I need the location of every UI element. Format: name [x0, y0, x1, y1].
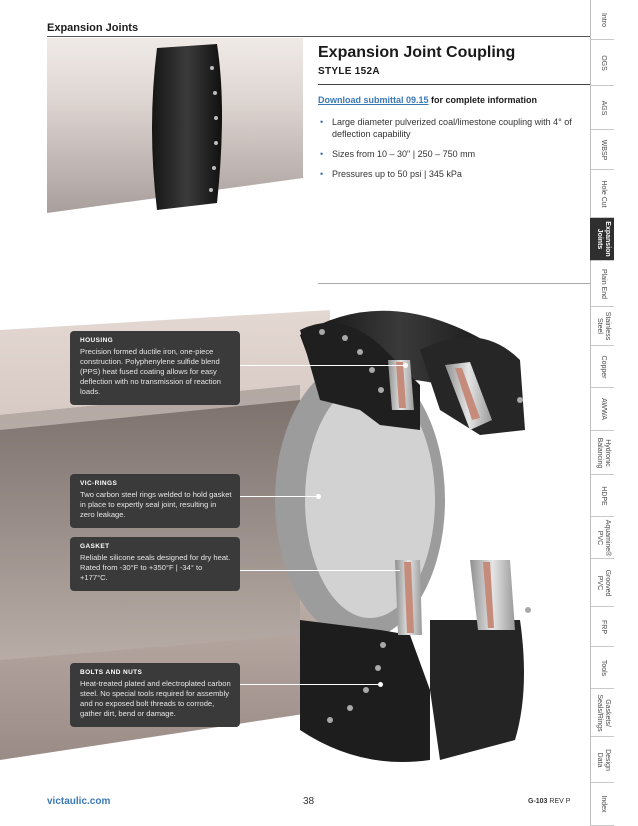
leader-dot-bolts — [378, 682, 383, 687]
tab-label: Gaskets/ Seals/Rings — [595, 693, 611, 732]
tab-awwa[interactable]: AWWA — [590, 388, 614, 431]
tab-copper[interactable]: Copper — [590, 346, 614, 388]
tab-frp[interactable]: FRP — [590, 607, 614, 647]
tab-intro[interactable]: Intro — [590, 0, 614, 40]
tab-label: WBSP — [599, 139, 607, 160]
tab-label: Design Data — [595, 748, 611, 771]
tab-label: Plain End — [599, 268, 607, 299]
page-number: 38 — [303, 796, 315, 807]
callout-title: BOLTS AND NUTS — [80, 669, 143, 676]
tab-label: Copper — [599, 355, 607, 378]
tab-hdpe[interactable]: HDPE — [590, 475, 614, 517]
tab-label: Stainless Steel — [595, 311, 611, 341]
callout-text: Two carbon steel rings welded to hold ga… — [80, 490, 232, 519]
callout-text: Precision formed ductile iron, one-piece… — [80, 347, 221, 396]
tab-ags[interactable]: AGS — [590, 86, 614, 130]
tab-stainless-steel[interactable]: Stainless Steel — [590, 307, 614, 346]
tab-label: Intro — [599, 12, 607, 27]
tab-label: FRP — [599, 619, 607, 634]
callout-title: VIC-RINGS — [80, 480, 118, 487]
tab-label: Hydronic Balancing — [595, 437, 611, 468]
download-line: Download submittal 09.15 for complete in… — [318, 95, 537, 105]
leader-dot-housing — [403, 363, 408, 368]
callout-vicrings: VIC-RINGS Two carbon steel rings welded … — [70, 474, 240, 528]
tab-plain-end[interactable]: Plain End — [590, 261, 614, 307]
section-tabs: Intro OGS AGS WBSP Hole Cut Expansion Jo… — [590, 0, 614, 826]
callout-housing: HOUSING Precision formed ductile iron, o… — [70, 331, 240, 405]
document-code-id: G-103 — [528, 798, 548, 805]
tab-hole-cut[interactable]: Hole Cut — [590, 170, 614, 218]
tab-gaskets-seals-rings[interactable]: Gaskets/ Seals/Rings — [590, 689, 614, 737]
tab-hydronic-balancing[interactable]: Hydronic Balancing — [590, 431, 614, 475]
coupling-exterior-photo — [47, 38, 303, 213]
bullet-item: Sizes from 10 – 30" | 250 – 750 mm — [318, 148, 583, 160]
tab-label: Tools — [599, 659, 607, 676]
callout-bolts-and-nuts: BOLTS AND NUTS Heat-treated plated and e… — [70, 663, 240, 727]
callout-text: Heat-treated plated and electroplated ca… — [80, 679, 231, 718]
tab-label: Expansion Joints — [595, 221, 611, 257]
callout-title: HOUSING — [80, 337, 114, 344]
tab-ogs[interactable]: OGS — [590, 40, 614, 86]
section-title: Expansion Joints — [47, 22, 139, 34]
tab-label: HDPE — [599, 485, 607, 506]
callout-gasket: GASKET Reliable silicone seals designed … — [70, 537, 240, 591]
tab-label: Hole Cut — [599, 179, 607, 208]
product-title: Expansion Joint Coupling — [318, 44, 516, 61]
tab-wbsp[interactable]: WBSP — [590, 130, 614, 170]
tab-expansion-joints[interactable]: Expansion Joints — [590, 218, 614, 261]
document-revision: REV P — [547, 798, 571, 805]
tab-grooved-pvc[interactable]: Grooved PVC — [590, 559, 614, 607]
feature-bullets: Large diameter pulverized coal/limestone… — [318, 116, 583, 188]
leader-dot-vicrings — [316, 494, 321, 499]
header-rule — [47, 36, 590, 37]
tab-label: AWWA — [599, 397, 607, 421]
tab-label: AGS — [599, 100, 607, 115]
leader-line-gasket — [240, 570, 400, 571]
tab-label: Grooved PVC — [595, 569, 611, 596]
leader-line-housing — [240, 365, 405, 366]
bullet-item: Large diameter pulverized coal/limestone… — [318, 116, 583, 140]
tab-design-data[interactable]: Design Data — [590, 737, 614, 783]
bullet-item: Pressures up to 50 psi | 345 kPa — [318, 168, 583, 180]
document-code: G-103 REV P — [528, 798, 570, 805]
tab-aquamine-pvc[interactable]: Aquamine® PVC — [590, 517, 614, 559]
callout-title: GASKET — [80, 543, 110, 550]
product-rule — [318, 84, 590, 85]
tab-index[interactable]: Index — [590, 783, 614, 826]
section-divider — [318, 283, 590, 284]
callout-text: Reliable silicone seals designed for dry… — [80, 553, 231, 582]
download-submittal-link[interactable]: Download submittal 09.15 — [318, 95, 429, 105]
tab-label: Index — [599, 795, 607, 813]
footer-website-link[interactable]: victaulic.com — [47, 796, 111, 807]
tab-label: Aquamine® PVC — [595, 519, 611, 556]
download-suffix: for complete information — [428, 95, 538, 105]
leader-line-vicrings — [240, 496, 318, 497]
tab-label: OGS — [599, 54, 607, 71]
leader-line-bolts — [240, 684, 380, 685]
product-style: STYLE 152A — [318, 66, 380, 77]
tab-tools[interactable]: Tools — [590, 647, 614, 689]
